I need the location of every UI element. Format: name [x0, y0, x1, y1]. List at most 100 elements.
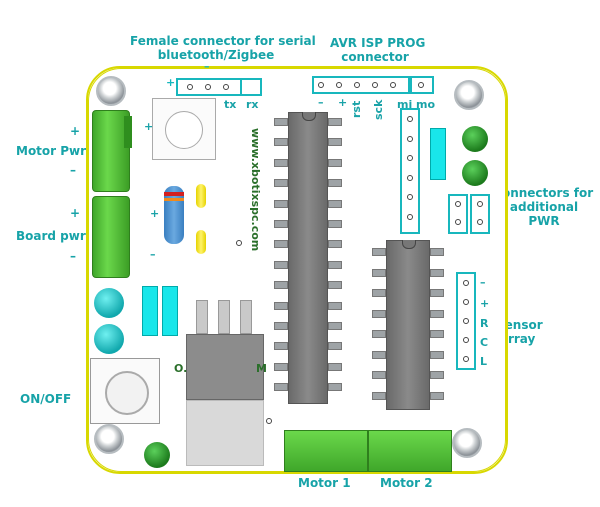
isp-pin-3 — [354, 82, 360, 88]
additional-pwr-pin-3 — [477, 201, 483, 207]
sensor-array-pin-1 — [463, 280, 469, 286]
isp-pin-1 — [318, 82, 324, 88]
serial-minus-mark: – — [204, 60, 210, 73]
isp-header[interactable] — [312, 76, 410, 94]
yellow-capacitor-1 — [196, 184, 206, 208]
motor-driver-leg-left-3 — [372, 289, 386, 297]
sensor-array-pin-3 — [463, 318, 469, 324]
yellow-capacitor-2 — [196, 230, 206, 254]
sensor-silk-plus: + — [480, 297, 490, 310]
sensor-array-pin-5 — [463, 356, 469, 362]
microcontroller-leg-left-12 — [274, 342, 288, 351]
voltage-regulator-heatsink — [186, 400, 264, 466]
microcontroller-leg-right-4 — [328, 179, 342, 188]
sensor-silk-r: R — [480, 317, 489, 330]
motor-driver-leg-right-6 — [430, 350, 444, 359]
female-connector-label-line2: bluetooth/Zigbee — [157, 48, 275, 62]
on-off-switch-knob[interactable] — [105, 371, 149, 415]
isp-silk-mi: mi — [397, 98, 413, 111]
motor-driver-leg-left-5 — [372, 330, 386, 338]
serial-header-rx-slot — [240, 78, 262, 96]
led-2 — [462, 160, 488, 186]
motor-pwr-minus: – — [70, 163, 76, 177]
isp-silk-sck: sck — [372, 99, 385, 120]
regulator-m-silk: M — [256, 362, 267, 375]
serial-pin-2 — [205, 84, 211, 90]
motor2-terminal[interactable] — [368, 430, 452, 472]
motor-driver-leg-right-2 — [430, 268, 444, 277]
motor1-terminal[interactable] — [284, 430, 368, 472]
reset-button[interactable] — [152, 98, 216, 160]
isp-silk-rst: rst — [350, 100, 363, 118]
motor1-label: Motor 1 — [298, 476, 351, 490]
board-pwr-plus: + — [70, 206, 81, 220]
motor-pwr-terminal[interactable] — [92, 110, 130, 192]
additional-pwr-connector-gnd[interactable] — [470, 194, 490, 234]
microcontroller-leg-right-7 — [328, 240, 342, 249]
io-header-pin-4 — [407, 174, 413, 181]
motor-driver-leg-right-1 — [430, 248, 444, 256]
microcontroller-leg-right-11 — [328, 322, 342, 330]
microcontroller-leg-left-5 — [274, 199, 288, 208]
motor2-label: Motor 2 — [380, 476, 433, 490]
resistor-plus-mark: + — [150, 207, 160, 220]
additional-pwr-pin-2 — [455, 219, 461, 225]
microcontroller-leg-right-9 — [328, 281, 342, 290]
mounting-hole-top-right — [454, 80, 484, 110]
diode-1 — [142, 286, 158, 336]
additional-pwr-label-line2: additional — [509, 200, 579, 214]
reset-button-knob[interactable] — [165, 111, 203, 149]
microcontroller-leg-right-8 — [328, 260, 342, 269]
motor-driver-leg-right-5 — [430, 330, 444, 338]
microcontroller-leg-right-13 — [328, 362, 342, 371]
additional-pwr-label-line3: PWR — [528, 214, 560, 228]
additional-pwr-connector-plus5[interactable] — [448, 194, 468, 234]
microcontroller-leg-left-6 — [274, 220, 288, 228]
on-off-label: ON/OFF — [20, 392, 72, 406]
microcontroller-leg-left-10 — [274, 301, 288, 310]
microcontroller-leg-left-1 — [274, 118, 288, 126]
female-connector-label: Female connector for serial bluetooth/Zi… — [130, 34, 316, 62]
sensor-array-pin-2 — [463, 299, 469, 305]
regulator-lead-3 — [240, 300, 252, 334]
microcontroller-chip — [288, 112, 328, 404]
capacitor-1 — [94, 288, 124, 318]
motor-driver-leg-left-4 — [372, 309, 386, 318]
diode-2 — [162, 286, 178, 336]
serial-pin-1 — [187, 84, 193, 90]
sensor-silk-l: L — [480, 355, 488, 368]
board-pwr-terminal[interactable] — [92, 196, 130, 278]
isp-pin-6 — [418, 82, 424, 88]
female-connector-label-line1: Female connector for serial — [130, 34, 316, 48]
led-1 — [462, 126, 488, 152]
resistor-band-orange — [164, 198, 184, 201]
motor-pwr-label: Motor Pwr — [16, 144, 87, 158]
motor-driver-leg-left-1 — [372, 248, 386, 256]
microcontroller-leg-left-7 — [274, 240, 288, 249]
io-header-vertical[interactable] — [400, 108, 420, 234]
avr-isp-label: AVR ISP PROG connector — [330, 36, 425, 64]
motor-pwr-terminal-screw-top — [124, 116, 132, 148]
website-silk: www.xbotixspc.com — [249, 128, 262, 252]
motor-driver-leg-left-7 — [372, 371, 386, 379]
board-pwr-minus: – — [70, 249, 76, 263]
mounting-hole-bottom-left — [94, 424, 124, 454]
sensor-array-pin-4 — [463, 337, 469, 343]
microcontroller-leg-left-9 — [274, 281, 288, 290]
led-3 — [144, 442, 170, 468]
regulator-lead-2 — [218, 300, 230, 334]
isp-header-end-slot — [410, 76, 434, 94]
microcontroller-leg-left-14 — [274, 383, 288, 392]
sensor-array-header[interactable] — [456, 272, 476, 370]
avr-isp-label-line2: connector — [341, 50, 409, 64]
microcontroller-leg-right-5 — [328, 199, 342, 208]
isp-silk-plus: + — [338, 96, 348, 109]
microcontroller-leg-left-13 — [274, 362, 288, 371]
motor-driver-leg-left-2 — [372, 268, 386, 277]
microcontroller-leg-right-14 — [328, 383, 342, 392]
resistor — [164, 186, 184, 244]
microcontroller-leg-right-3 — [328, 158, 342, 167]
regulator-o-silk: O. — [174, 362, 188, 375]
on-off-switch[interactable] — [90, 358, 160, 424]
motor-driver-leg-left-6 — [372, 350, 386, 359]
